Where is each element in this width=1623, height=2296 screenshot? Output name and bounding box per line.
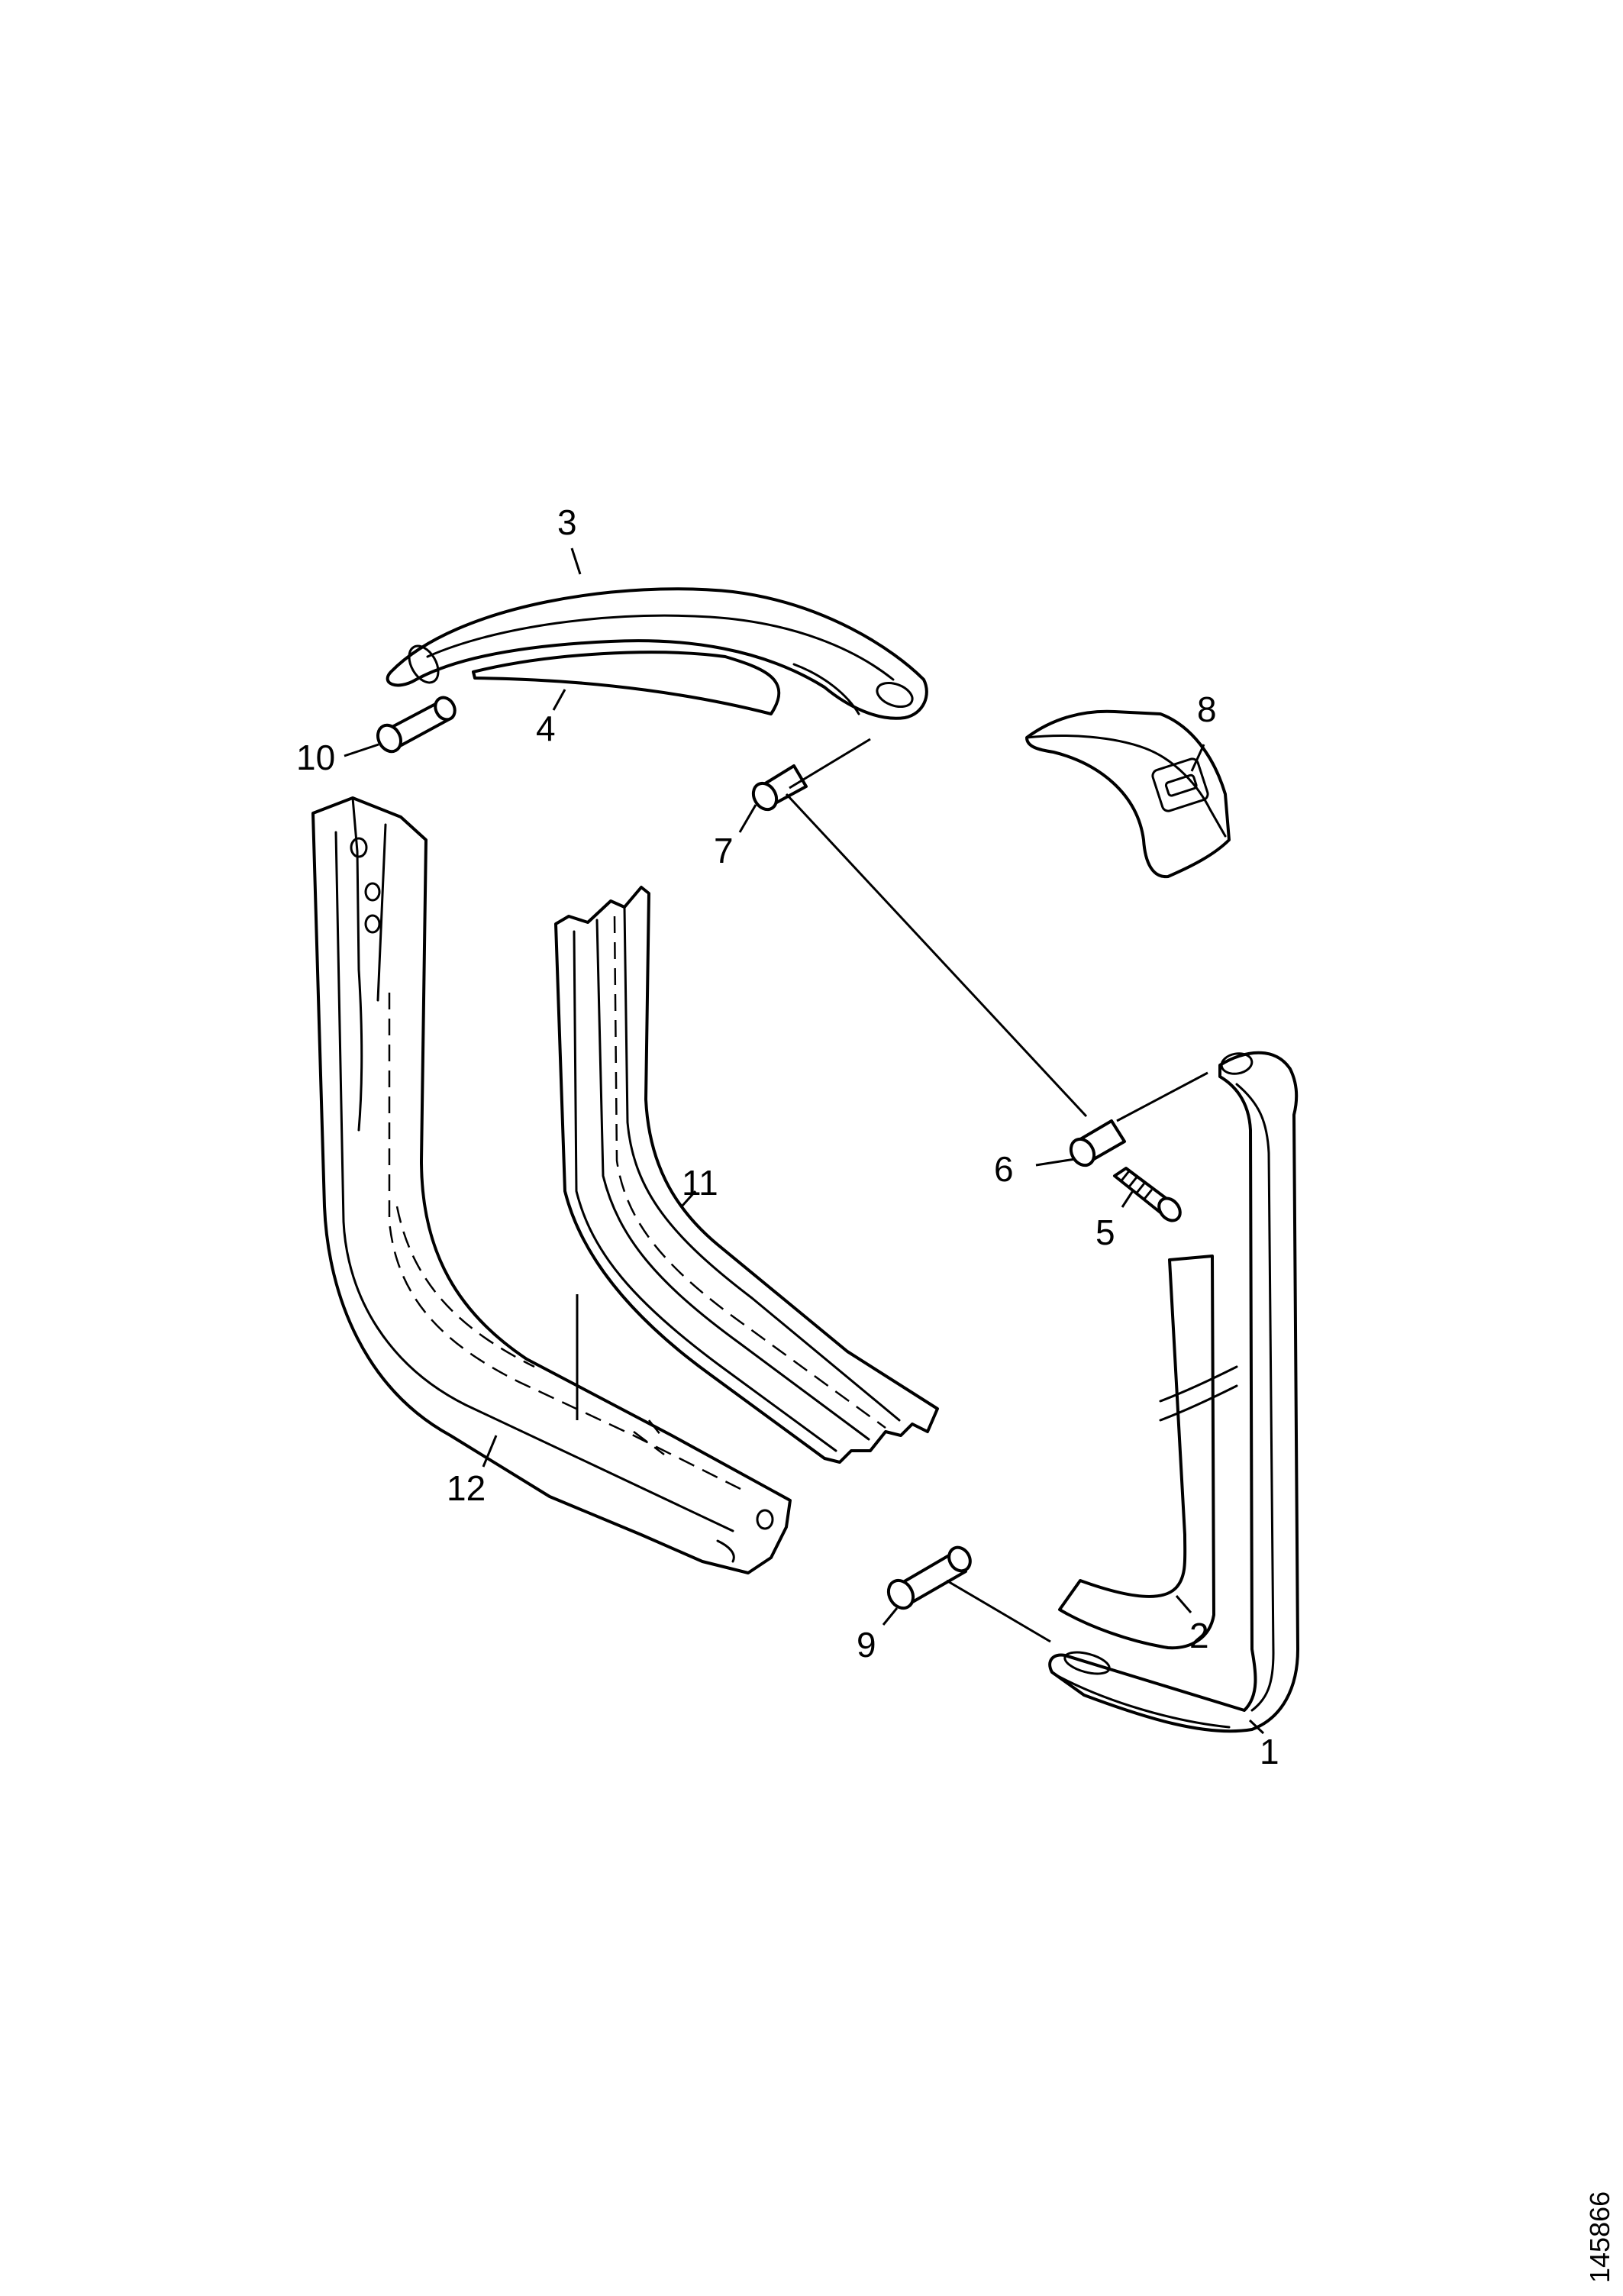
callout-6: 6 [994, 1149, 1014, 1189]
part-4-strip [472, 651, 781, 715]
callout-7: 7 [714, 831, 734, 870]
assembly-lines [576, 738, 1208, 1643]
part-3-upper-rail [386, 587, 928, 720]
part-11-inner-rail [554, 886, 939, 1464]
part-1-right-frame [1048, 1051, 1299, 1733]
part-8-cover [1025, 709, 1231, 879]
callout-12: 12 [447, 1468, 486, 1508]
callout-4: 4 [536, 709, 556, 748]
part-2-right-strip [1058, 1255, 1238, 1650]
callout-labels: 1 2 3 4 5 6 7 8 9 10 11 12 [296, 502, 1279, 1771]
part-10-pin [376, 696, 457, 754]
callout-2: 2 [1189, 1616, 1209, 1655]
part-7-bushing [751, 764, 808, 812]
callout-1: 1 [1260, 1732, 1279, 1771]
part-9-pin [886, 1545, 972, 1610]
callout-10: 10 [296, 738, 335, 777]
callout-11: 11 [682, 1163, 718, 1203]
callout-5: 5 [1095, 1213, 1115, 1252]
part-6-bushing [1069, 1119, 1126, 1167]
part-12-left-frame [311, 796, 792, 1574]
figure-reference-number: 145866 [1584, 2191, 1615, 2283]
part-5-bolt [1113, 1167, 1182, 1222]
callout-8: 8 [1197, 689, 1217, 729]
callout-9: 9 [857, 1625, 876, 1665]
callout-3: 3 [557, 502, 577, 542]
callout-leaders [344, 547, 1265, 1735]
